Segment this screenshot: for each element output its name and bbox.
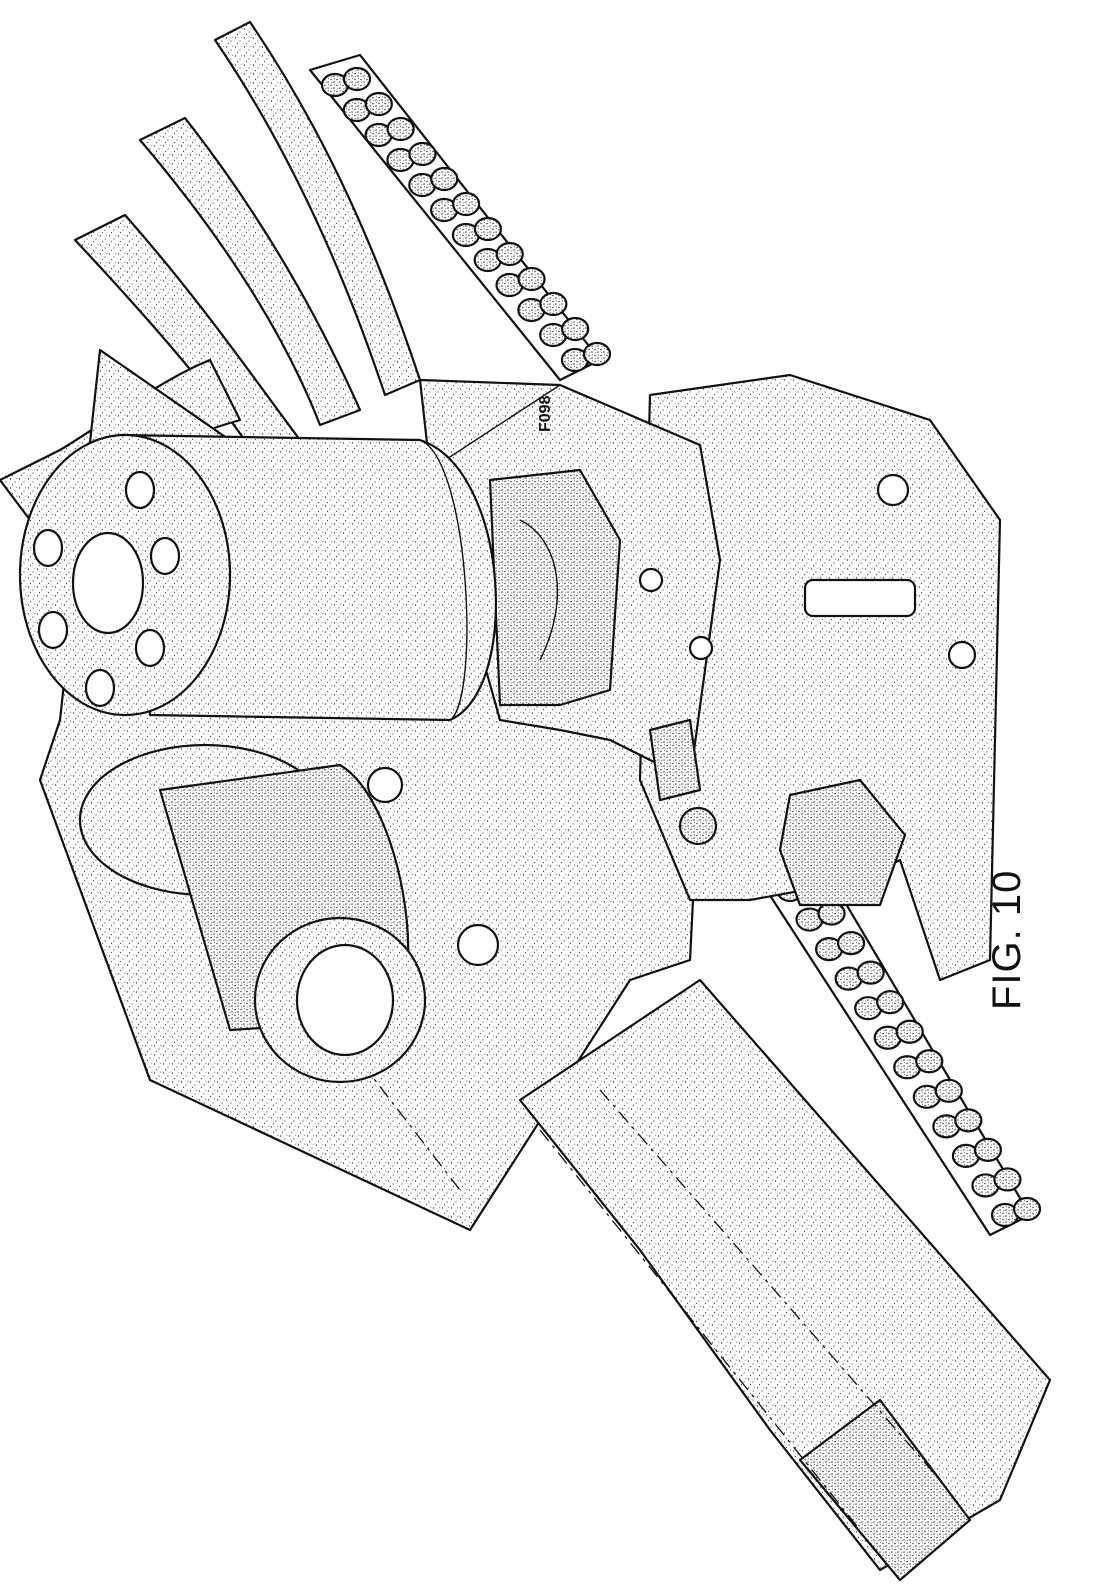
- figure-label: FIG. 10: [985, 869, 1029, 1010]
- bearing-bore: [295, 943, 395, 1057]
- grease-fitting: [678, 806, 718, 846]
- chain-roller: [364, 91, 393, 117]
- slot-window: [648, 718, 702, 802]
- part-marking: F098: [537, 395, 554, 432]
- chain-roller: [973, 1137, 1003, 1163]
- hub: [778, 778, 907, 907]
- chain-roller: [495, 241, 524, 267]
- bracket-hole-lower: [456, 923, 500, 967]
- chain-roller: [539, 291, 568, 317]
- chain-roller: [517, 266, 546, 292]
- axle-pin: [803, 578, 917, 618]
- chain-roller: [934, 1078, 963, 1103]
- chain-roller: [876, 990, 905, 1015]
- chain-roller: [836, 930, 866, 956]
- motor-end-cap: [18, 433, 232, 717]
- end-cap-bolt: [124, 470, 156, 510]
- upper-roller-chain: [308, 53, 612, 382]
- chain-roller: [386, 116, 415, 142]
- chain-roller: [451, 191, 481, 217]
- chain-roller: [582, 341, 612, 367]
- chain-roller: [954, 1108, 983, 1133]
- end-cap-bolt: [32, 528, 64, 568]
- chain-roller: [895, 1019, 924, 1044]
- end-cap-hub: [71, 531, 145, 635]
- chain-roller: [561, 316, 590, 342]
- end-cap-bolt: [149, 536, 181, 576]
- chain-roller: [473, 216, 503, 242]
- end-cap-bolt: [134, 628, 166, 668]
- gearbox: [488, 468, 622, 707]
- end-cap-bolt: [37, 610, 69, 650]
- lower-roller-chain: [758, 858, 1042, 1237]
- lower-bearing: [78, 743, 427, 1084]
- chain-roller: [430, 166, 459, 192]
- roller-hole: [947, 640, 977, 670]
- bracket-hole-upper: [366, 766, 404, 804]
- chain-roller: [408, 141, 437, 167]
- chain-roller: [342, 66, 372, 92]
- roller-assembly: [638, 373, 1002, 982]
- mount-bolt: [688, 635, 714, 661]
- chain-roller: [1012, 1196, 1042, 1222]
- end-cap-bolt: [84, 668, 116, 708]
- mount-bolt: [638, 567, 664, 593]
- chain-roller: [856, 960, 885, 985]
- chain-roller: [915, 1049, 944, 1074]
- chain-roller: [993, 1167, 1022, 1192]
- bolt-head: [876, 473, 910, 507]
